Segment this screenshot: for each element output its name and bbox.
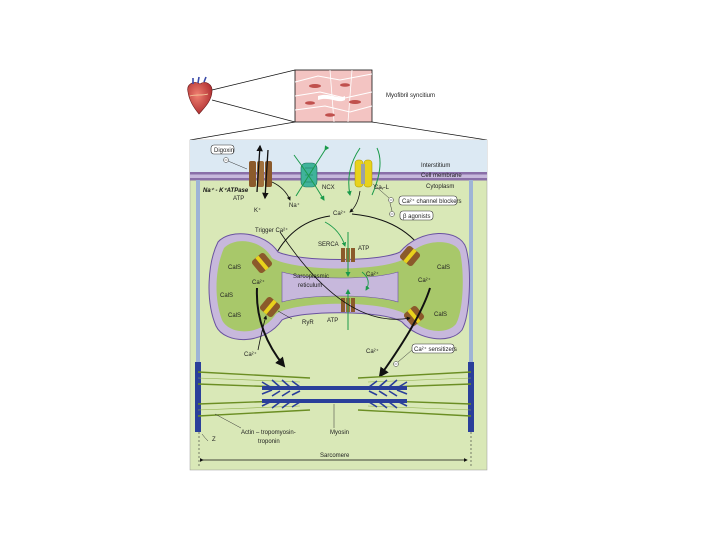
- beta-agonists-label: β agonists: [403, 214, 430, 220]
- zoom-line-right: [371, 121, 488, 141]
- ca-sensitizers-badge: Ca²⁺ sensitizers: [393, 343, 457, 367]
- ca-sr-inner-label: Ca²⁺: [366, 271, 379, 278]
- cals-label-3: CalS: [228, 313, 241, 319]
- ryr-channel-top-left: [251, 252, 273, 274]
- zoom-line-top: [211, 69, 296, 91]
- cytoplasm-label: Cytoplasm: [426, 184, 454, 190]
- atp-serca-bottom-label: ATP: [327, 318, 338, 324]
- ca-sensitizers-label: Ca²⁺ sensitizers: [414, 346, 457, 353]
- troponin-label: troponin: [258, 439, 280, 445]
- sarcomere-label: Sarcomere: [320, 453, 350, 459]
- interstitium-label: Interstitium: [421, 163, 450, 169]
- sarcomere: [195, 362, 474, 432]
- ca-low-right-label: Ca²⁺: [366, 348, 379, 355]
- cell-membrane-label: Cell membrane: [421, 173, 462, 179]
- ncx-exchanger: [293, 145, 330, 201]
- zoom-line-bottom: [211, 99, 296, 123]
- serca-label: SERCA: [318, 242, 339, 248]
- cal-label: Caᵥ-L: [374, 185, 390, 191]
- digoxin-badge: Digoxin: [210, 144, 248, 170]
- zoom-line-left: [189, 121, 296, 141]
- ca-left-label: Ca²⁺: [252, 279, 265, 286]
- ryr-channel-top-right: [399, 245, 421, 267]
- sr-label-line1: Sarcoplasmic: [293, 274, 329, 280]
- ca-channel-blockers-label: Ca²⁺ channel blockers: [402, 198, 462, 205]
- na-k-atpase-pump: [249, 144, 291, 201]
- ryr-label: RyR: [302, 320, 314, 326]
- myosin-label: Myosin: [330, 430, 349, 436]
- heart-icon: [187, 76, 213, 115]
- cal-channel: [346, 147, 381, 196]
- ca-top-label: Ca²⁺: [333, 210, 346, 217]
- ryr-channel-bottom-left: [259, 296, 281, 318]
- sr-label-line2: reticulum: [298, 283, 322, 289]
- atp-serca-top-label: ATP: [358, 246, 369, 252]
- trigger-ca-label: Trigger Ca²⁺: [255, 227, 288, 234]
- beta-agonists-badge: β agonists: [389, 202, 434, 221]
- cals-label-4: CalS: [437, 265, 450, 271]
- pump-label: Na⁺ - K⁺ATPase: [203, 187, 249, 194]
- ca-low-left-label: Ca²⁺: [244, 351, 257, 358]
- actin-label: Actin – tropomyosin-: [241, 430, 296, 436]
- atp-top-label: ATP: [233, 196, 244, 202]
- myofibril-inset: [294, 69, 373, 123]
- cals-label-2: CalS: [220, 293, 233, 299]
- k-plus-label: K⁺: [254, 207, 261, 214]
- sarcomere-dimension: [198, 432, 472, 466]
- ca-channel-blockers-badge: Ca²⁺ channel blockers: [372, 183, 462, 206]
- z-label: Z: [212, 437, 216, 443]
- myofibril-label: Myofibril syncitium: [386, 93, 435, 99]
- cals-label-1: CalS: [228, 265, 241, 271]
- digoxin-label: Digoxin: [214, 148, 234, 154]
- ca-right-top-label: Ca²⁺: [418, 277, 431, 284]
- na-plus-label: Na⁺: [289, 202, 300, 209]
- t-tubules: [196, 180, 473, 365]
- ncx-label: NCX: [322, 185, 335, 191]
- ryr-channel-bottom-right: [403, 305, 425, 327]
- cals-label-5: CalS: [434, 312, 447, 318]
